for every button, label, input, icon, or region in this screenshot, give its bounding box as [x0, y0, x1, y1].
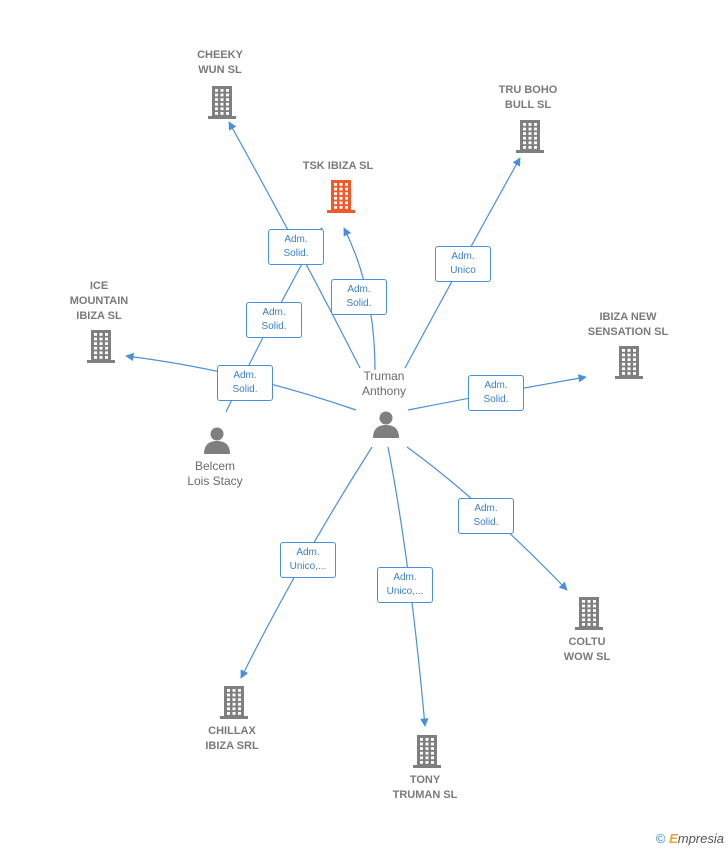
brand-name: mpresia — [677, 831, 724, 846]
company-label-cheeky[interactable]: CHEEKY WUN SL — [197, 49, 243, 76]
building-icon — [327, 180, 355, 213]
brand-initial: E — [669, 831, 678, 846]
company-node-tsk[interactable] — [326, 178, 356, 219]
building-icon — [516, 120, 544, 153]
person-node-belcem[interactable] — [202, 425, 232, 460]
company-node-ibizanew[interactable] — [614, 344, 644, 385]
person-label-belcem[interactable]: Belcem Lois Stacy — [187, 459, 243, 488]
relation-label-truman-tony[interactable]: Adm. Unico,... — [377, 567, 433, 603]
company-node-tony[interactable] — [412, 733, 442, 774]
company-node-coltu[interactable] — [574, 595, 604, 636]
building-icon — [87, 330, 115, 363]
footer-brand: © Empresia — [656, 831, 724, 846]
company-node-cheeky[interactable] — [207, 84, 237, 125]
company-node-truboho[interactable] — [515, 118, 545, 159]
relation-label-belcem-cheeky[interactable]: Adm. Solid. — [246, 302, 302, 338]
person-icon — [373, 411, 399, 438]
relation-label-truman-truboho[interactable]: Adm. Unico — [435, 246, 491, 282]
relation-label-truman-ibizanew[interactable]: Adm. Solid. — [468, 375, 524, 411]
person-node-truman[interactable] — [371, 409, 401, 444]
company-node-chillax[interactable] — [219, 684, 249, 725]
building-icon — [208, 86, 236, 119]
company-label-chillax[interactable]: CHILLAX IBIZA SRL — [205, 725, 259, 752]
company-label-tony[interactable]: TONY TRUMAN SL — [392, 774, 458, 801]
company-label-coltu[interactable]: COLTU WOW SL — [563, 636, 611, 663]
company-label-icemountain[interactable]: ICE MOUNTAIN IBIZA SL — [69, 279, 129, 322]
company-label-truboho[interactable]: TRU BOHO BULL SL — [498, 84, 558, 111]
copyright-symbol: © — [655, 831, 666, 846]
relation-label-truman-coltu[interactable]: Adm. Solid. — [458, 498, 514, 534]
person-label-truman[interactable]: Truman Anthony — [361, 369, 407, 398]
building-icon — [220, 686, 248, 719]
building-icon — [413, 735, 441, 768]
relation-label-truman-tsk[interactable]: Adm. Solid. — [331, 279, 387, 315]
person-icon — [204, 427, 230, 454]
relation-label-truman-chillax[interactable]: Adm. Unico,... — [280, 542, 336, 578]
building-icon — [575, 597, 603, 630]
company-label-tsk[interactable]: TSK IBIZA SL — [302, 159, 374, 172]
company-node-icemountain[interactable] — [86, 328, 116, 369]
company-label-ibizanew[interactable]: IBIZA NEW SENSATION SL — [587, 311, 669, 338]
relation-label-truman-cheeky[interactable]: Adm. Solid. — [268, 229, 324, 265]
relation-label-truman-icemountain[interactable]: Adm. Solid. — [217, 365, 273, 401]
building-icon — [615, 346, 643, 379]
